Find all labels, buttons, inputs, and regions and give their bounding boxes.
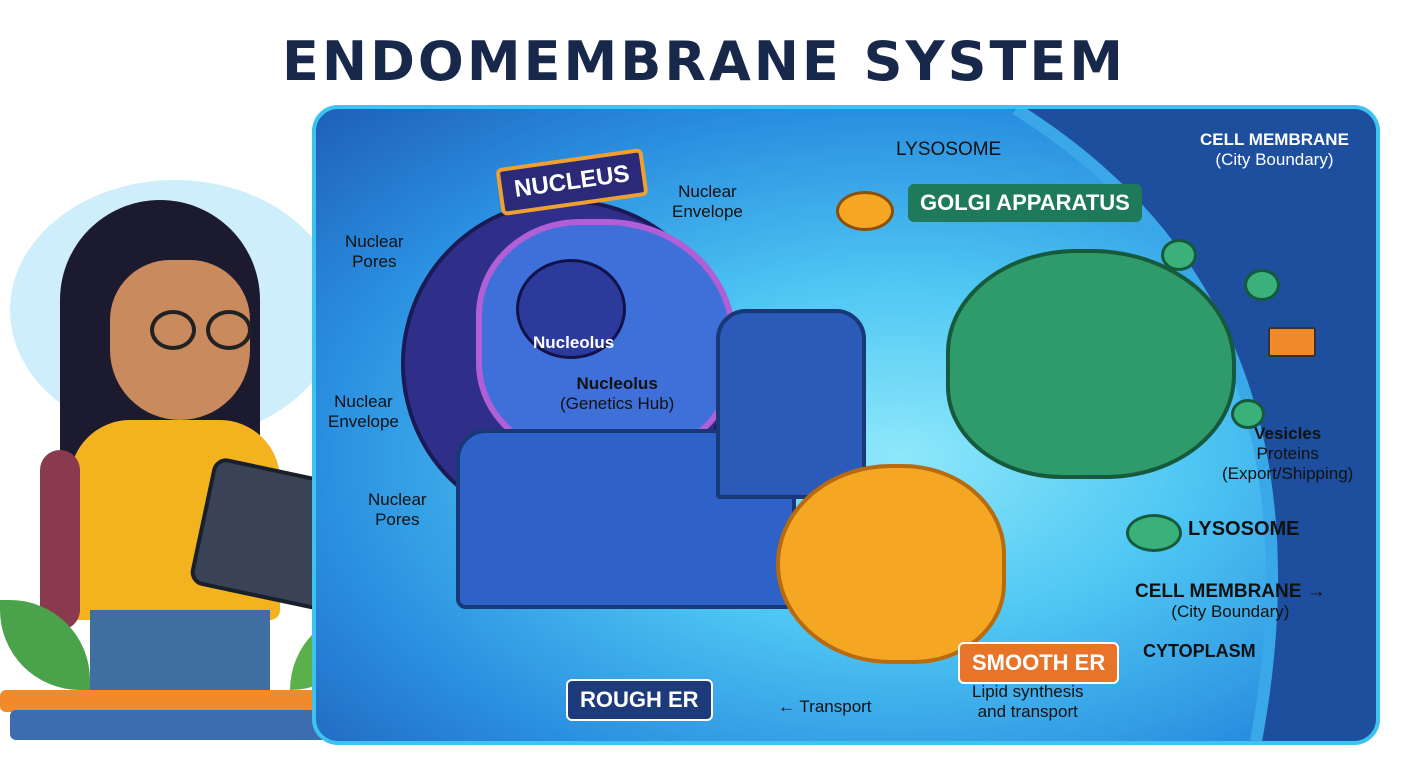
label-line: Vesicles bbox=[1254, 424, 1322, 443]
label-line: Lipid synthesis bbox=[972, 682, 1084, 701]
label-line: (City Boundary) bbox=[1215, 150, 1334, 169]
label-line: Envelope bbox=[672, 202, 743, 221]
nucleolus-label: Nucleolus(Genetics Hub) bbox=[560, 374, 674, 414]
smooth-er-badge: SMOOTH ER bbox=[958, 642, 1120, 684]
label-line: Pores bbox=[375, 510, 420, 529]
label-line: Pores bbox=[352, 252, 397, 271]
vesicle bbox=[1161, 239, 1197, 271]
rough-er-badge: ROUGH ER bbox=[566, 679, 713, 721]
student-illustration bbox=[0, 150, 380, 750]
label-line: Nuclear bbox=[678, 182, 737, 201]
lysosome-shape bbox=[1126, 514, 1182, 552]
cell-membrane-top-label: CELL MEMBRANE(City Boundary) bbox=[1200, 130, 1349, 170]
label-line: Nuclear bbox=[368, 490, 427, 509]
label-line: and transport bbox=[977, 702, 1078, 721]
rough-er-tower bbox=[716, 309, 866, 499]
nucleolus-sphere bbox=[516, 259, 626, 359]
lysosome-top-label: LYSOSOME bbox=[896, 139, 1002, 160]
label-line: Envelope bbox=[328, 412, 399, 431]
label-line: (City Boundary) bbox=[1171, 602, 1290, 621]
transport-label: ← Transport bbox=[778, 697, 872, 716]
label-line: (Export/Shipping) bbox=[1222, 464, 1354, 483]
cell-membrane-bottom-label: CELL MEMBRANE →(City Boundary) bbox=[1135, 582, 1326, 622]
delivery-truck-icon bbox=[1268, 327, 1316, 357]
smooth-er-shape bbox=[776, 464, 1006, 664]
cell-panel bbox=[312, 105, 1380, 745]
golgi-badge: GOLGI APPARATUS bbox=[908, 184, 1142, 222]
golgi-shape bbox=[946, 249, 1236, 479]
lysosome-right-label: LYSOSOME bbox=[1188, 518, 1300, 540]
label-line: (Genetics Hub) bbox=[560, 394, 675, 413]
cell-membrane bbox=[1012, 109, 1376, 741]
vesicle bbox=[1244, 269, 1280, 301]
label-line: CELL MEMBRANE bbox=[1200, 130, 1349, 149]
label-line: CELL MEMBRANE → bbox=[1135, 581, 1326, 602]
lysosome-top-shape bbox=[836, 191, 894, 231]
cytoplasm-label: CYTOPLASM bbox=[1143, 641, 1256, 661]
page-title: ENDOMEMBRANE SYSTEM bbox=[282, 30, 1126, 93]
nucleolus-inner-label: Nucleolus bbox=[533, 333, 615, 352]
label-line: Nuclear bbox=[334, 392, 393, 411]
label-line: Nucleolus bbox=[576, 374, 658, 393]
label-line: Proteins bbox=[1256, 444, 1319, 463]
vesicle bbox=[1231, 399, 1265, 429]
label-line: Nuclear bbox=[345, 232, 404, 251]
